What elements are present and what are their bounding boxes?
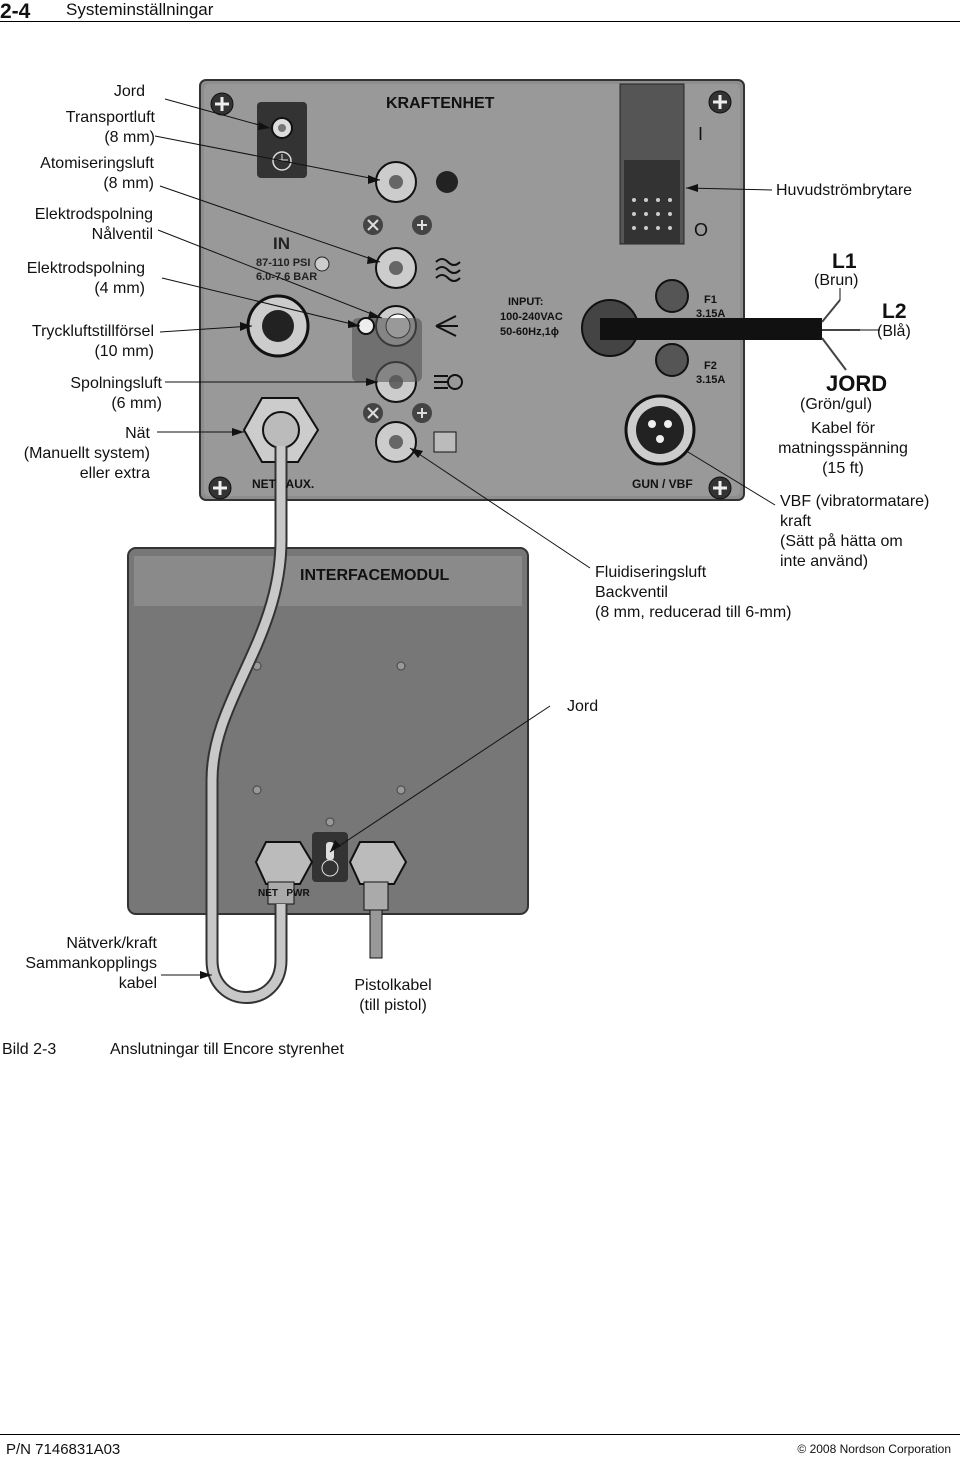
fuse-f2 (655, 343, 689, 377)
callout-jord-top: Jord (113, 83, 145, 100)
callout-elektrodspolning-4mm: Elektrodspolning(4 mm) (26, 260, 145, 297)
callout-atomiseringsluft: Atomiseringsluft(8 mm) (40, 155, 154, 192)
callout-jord-mid: Jord (567, 698, 599, 715)
indicator-led (314, 256, 330, 272)
callout-l2: L2 (882, 300, 907, 323)
input-voltage: 100-240VAC (500, 311, 563, 323)
callout-spolningsluft: Spolningsluft(6 mm) (70, 375, 162, 412)
wave-icon (435, 258, 461, 282)
figure-number: Bild 2-3 (2, 1041, 57, 1058)
callout-lines (154, 98, 880, 976)
callout-nat: Nät(Manuellt system)eller extra (23, 425, 150, 482)
f2-label: F2 (704, 360, 717, 372)
header-rule (0, 21, 960, 22)
callout-l1-color: (Brun) (814, 272, 859, 289)
in-label: IN (273, 234, 290, 253)
spray-icon (435, 315, 458, 337)
switch-off-label: O (694, 220, 709, 240)
callout-transportluft: Transportluft(8 mm) (65, 109, 155, 146)
copyright: © 2008 Nordson Corporation (797, 1442, 951, 1456)
power-unit-title: KRAFTENHET (386, 95, 495, 112)
callout-jord-color: (Grön/gul) (800, 396, 873, 413)
fuse-f1 (655, 279, 689, 313)
figure-caption: Anslutningar till Encore styrenhet (110, 1041, 344, 1058)
switch-on-label: I (698, 124, 704, 144)
input-freq: 50-60Hz,1ϕ (500, 326, 559, 338)
purge-icon (434, 375, 448, 389)
callout-pistolkabel: Pistolkabel(till pistol) (354, 977, 432, 1014)
callout-huvudstrombrytare: Huvudströmbrytare (776, 182, 913, 199)
power-cable (600, 318, 822, 340)
fluid-hopper-icon (433, 431, 457, 453)
f1-label: F1 (704, 294, 717, 306)
net-pwr-label: NET PWR (258, 888, 310, 899)
page-number: 2-4 (0, 0, 31, 23)
callout-vbf: VBF (vibratormatare)kraft(Sätt på hätta … (780, 493, 930, 570)
ground-symbol-icon (272, 151, 292, 171)
bar-label: 6.0-7.6 BAR (256, 271, 318, 283)
f2-rating: 3.15A (696, 374, 726, 386)
callout-tryckluftstillforsel: Tryckluftstillförsel(10 mm) (31, 323, 154, 360)
callout-jord-big: JORD (826, 371, 888, 396)
net-aux-label: NET AUX. (252, 477, 315, 491)
input-label: INPUT: (508, 296, 544, 308)
cloud-icon (436, 171, 458, 193)
interface-module (127, 547, 529, 915)
gun-vbf-label: GUN / VBF (632, 477, 693, 491)
callout-l2-color: (Blå) (877, 323, 911, 340)
gun-cable (369, 909, 383, 959)
section-title: Systeminställningar (66, 0, 214, 19)
psi-label: 87-110 PSI (256, 257, 311, 269)
interface-title: INTERFACEMODUL (300, 567, 450, 584)
footer-rule (0, 1434, 960, 1435)
net-pwr-connector (254, 841, 314, 885)
f1-rating: 3.15A (696, 308, 726, 320)
controller-diagram (127, 79, 880, 1004)
callout-l1: L1 (832, 250, 857, 273)
ground-terminal (257, 102, 307, 178)
part-number: P/N 7146831A03 (6, 1441, 121, 1458)
gun-cable-connector (348, 841, 408, 885)
